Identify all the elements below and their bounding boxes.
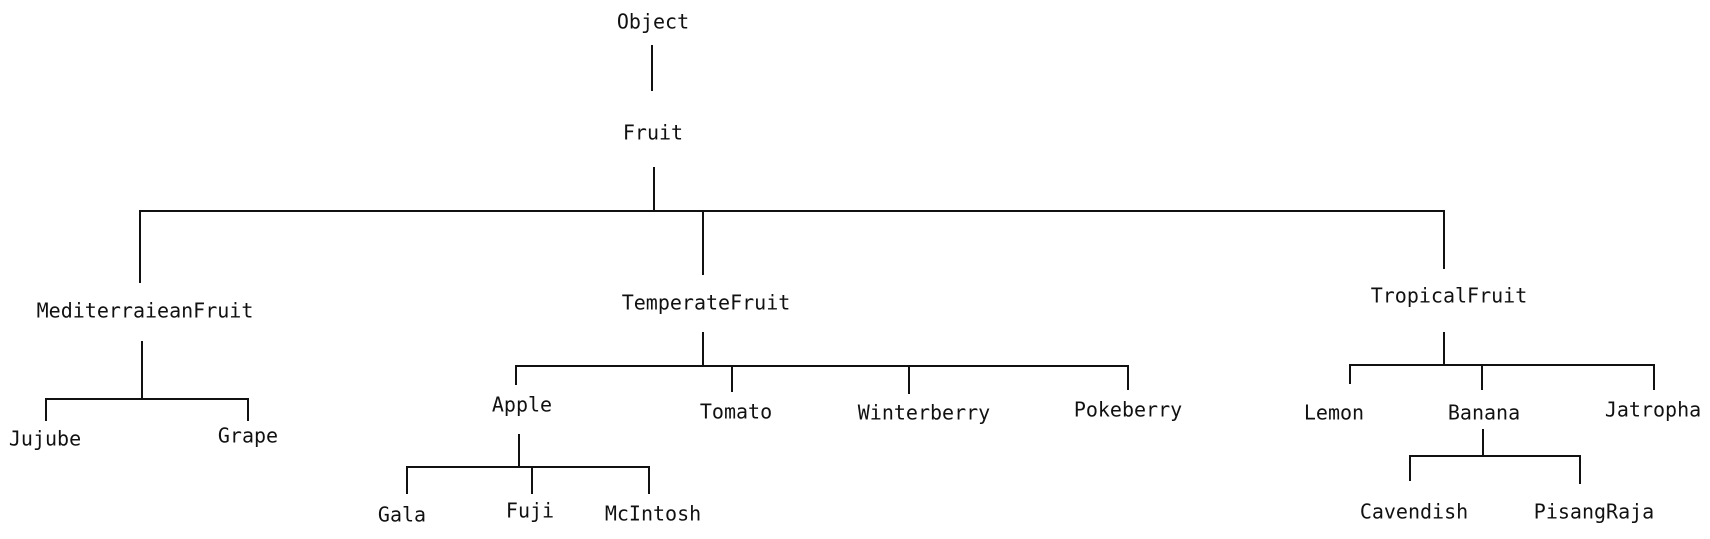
node-cavendish: Cavendish [1360, 500, 1468, 524]
node-gala: Gala [378, 503, 426, 527]
node-labels: Object Fruit MediterraieanFruit Temperat… [9, 10, 1701, 527]
node-mcintosh: McIntosh [605, 502, 701, 526]
node-apple: Apple [492, 393, 552, 417]
node-object: Object [617, 10, 689, 34]
node-jatropha: Jatropha [1605, 398, 1701, 422]
node-temperate-fruit: TemperateFruit [622, 291, 791, 315]
node-grape: Grape [218, 424, 278, 448]
node-fruit: Fruit [623, 121, 683, 145]
edges [45, 45, 1655, 494]
node-fuji: Fuji [506, 499, 554, 523]
node-lemon: Lemon [1304, 401, 1364, 425]
node-pokeberry: Pokeberry [1074, 398, 1182, 422]
node-jujube: Jujube [9, 427, 81, 451]
node-pisangraja: PisangRaja [1534, 500, 1654, 524]
node-tropical-fruit: TropicalFruit [1371, 284, 1528, 308]
node-banana: Banana [1448, 401, 1520, 425]
node-mediterranean-fruit: MediterraieanFruit [37, 299, 254, 323]
node-winterberry: Winterberry [858, 401, 990, 425]
node-tomato: Tomato [700, 400, 772, 424]
